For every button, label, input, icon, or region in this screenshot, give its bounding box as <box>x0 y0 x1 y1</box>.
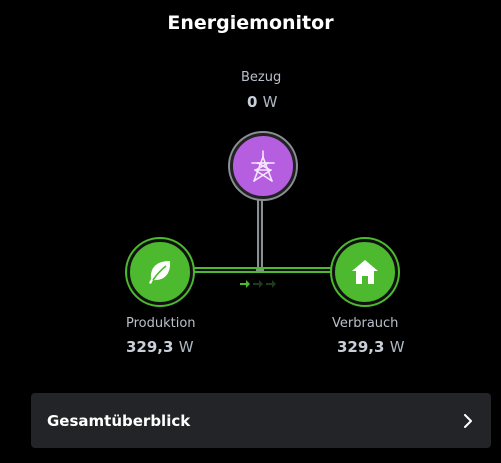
leaf-icon <box>149 261 171 284</box>
grid-value: 0 W <box>247 93 278 111</box>
production-value-unit: W <box>178 338 194 356</box>
consumption-value-unit: W <box>389 338 405 356</box>
production-value-number: 329,3 <box>126 338 174 356</box>
grid-value-unit: W <box>262 93 278 111</box>
home-icon <box>352 260 378 284</box>
overview-button[interactable]: Gesamtüberblick <box>31 393 491 448</box>
page-title: Energiemonitor <box>167 12 334 34</box>
power-tower-icon <box>251 150 275 182</box>
grid-label: Bezug <box>241 70 282 85</box>
chevron-right-icon <box>464 413 472 428</box>
production-label: Produktion <box>126 316 196 331</box>
consumption-value: 329,3 W <box>337 338 405 356</box>
grid-node[interactable] <box>230 133 296 199</box>
production-node[interactable] <box>127 239 193 305</box>
arrow-right-icon <box>253 280 263 288</box>
overview-label: Gesamtüberblick <box>47 411 191 430</box>
consumption-label: Verbrauch <box>332 316 399 331</box>
consumption-node[interactable] <box>332 239 398 305</box>
consumption-value-number: 329,3 <box>337 338 385 356</box>
production-value: 329,3 W <box>126 338 194 356</box>
arrow-right-icon <box>240 280 250 288</box>
flow-arrows <box>240 280 276 288</box>
arrow-right-icon <box>266 280 276 288</box>
grid-value-number: 0 <box>247 93 258 111</box>
